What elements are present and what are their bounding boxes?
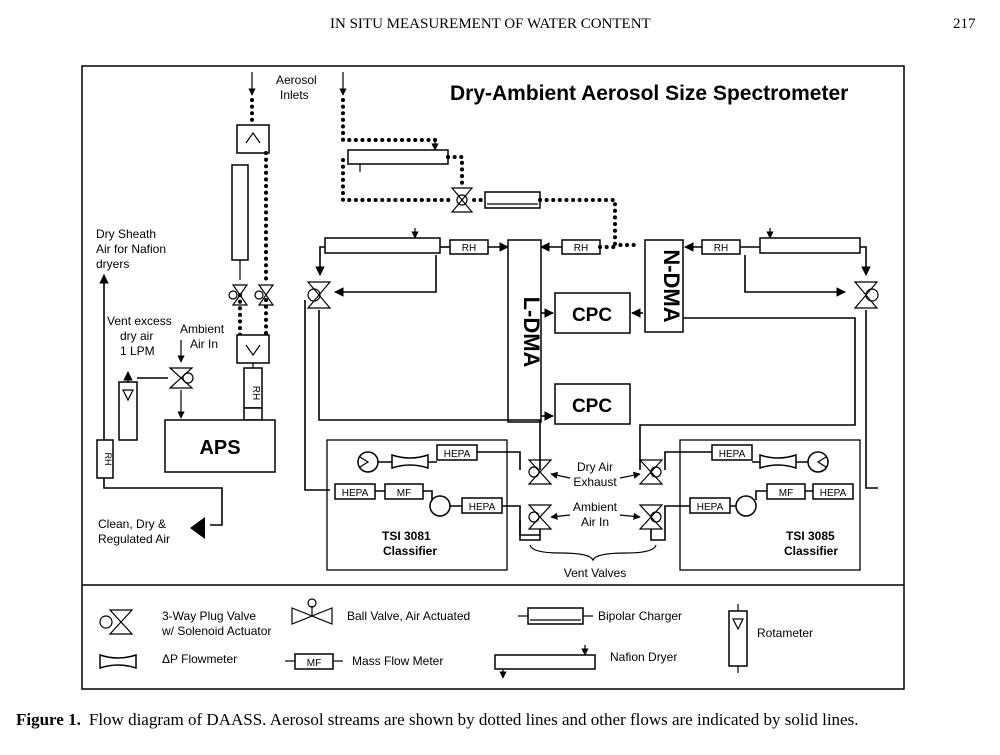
hepa-3081-bottom-label: HEPA bbox=[469, 502, 496, 513]
ambient-air-left-label-1: Ambient bbox=[180, 322, 225, 336]
dry-sheath-label-2: Air for Nafion bbox=[96, 242, 166, 256]
plug-valve-aps bbox=[168, 367, 194, 389]
rotameter-vent bbox=[118, 381, 138, 441]
diagram-title: Dry-Ambient Aerosol Size Spectrometer bbox=[450, 82, 848, 105]
ldma-column bbox=[507, 239, 542, 423]
dry-sheath-label-3: dryers bbox=[96, 257, 129, 271]
legend-plug-valve-label-1: 3-Way Plug Valve bbox=[162, 609, 256, 623]
figure-caption: Figure 1. Flow diagram of DAASS. Aerosol … bbox=[16, 710, 858, 730]
splitter-box-bottom bbox=[236, 334, 270, 364]
cpc-top-label: CPC bbox=[572, 305, 612, 326]
vent-excess-label-3: 1 LPM bbox=[120, 344, 155, 358]
vent-excess-label-1: Vent excess bbox=[107, 314, 172, 328]
dp-flowmeter-3085 bbox=[759, 453, 797, 470]
aerosol-inlets-label-2: Inlets bbox=[280, 88, 309, 102]
clean-air-label-2: Regulated Air bbox=[98, 532, 170, 546]
ldma-label: L-DMA bbox=[519, 297, 544, 368]
rh-label-ndma: RH bbox=[714, 243, 728, 254]
legend-plug-valve-symbol bbox=[99, 609, 134, 635]
tsi-3085-enclosure bbox=[679, 439, 861, 571]
legend-dp-flowmeter-symbol bbox=[99, 653, 137, 670]
vent-valves-label: Vent Valves bbox=[564, 566, 626, 580]
legend-bipolar-charger-label: Bipolar Charger bbox=[598, 609, 682, 623]
plug-valve-right bbox=[853, 281, 879, 309]
nafion-dryer-inlet bbox=[347, 149, 449, 165]
ndma-label: N-DMA bbox=[659, 249, 684, 322]
legend-ball-valve-symbol bbox=[291, 598, 333, 625]
hepa-3085-bottom-label: HEPA bbox=[697, 502, 724, 513]
dry-air-exhaust-label-2: Exhaust bbox=[573, 475, 617, 489]
pump-3085-bottom bbox=[735, 495, 757, 517]
vent-valve-3 bbox=[527, 504, 553, 530]
hepa-3081-top-label: HEPA bbox=[444, 449, 471, 460]
legend-dp-flowmeter-label: ΔP Flowmeter bbox=[162, 652, 237, 666]
mf-3081-label: MF bbox=[397, 488, 411, 499]
ambient-air-center-label-2: Air In bbox=[581, 515, 609, 529]
cpc-bottom-label: CPC bbox=[572, 396, 612, 417]
nafion-dryer-ndma bbox=[759, 237, 861, 254]
vent-valve-1 bbox=[527, 459, 553, 485]
legend-nafion-dryer-label: Nafion Dryer bbox=[610, 650, 677, 664]
dry-sheath-label-1: Dry Sheath bbox=[96, 227, 156, 241]
nafion-dryer-ldma bbox=[324, 237, 441, 254]
legend-plug-valve-label-2: w/ Solenoid Actuator bbox=[161, 624, 271, 638]
nafion-dryer-aps bbox=[231, 164, 249, 261]
legend-rotameter-symbol bbox=[728, 604, 748, 673]
ambient-air-left-label-2: Air In bbox=[190, 337, 218, 351]
mf-3085-label: MF bbox=[779, 488, 793, 499]
ndma-column bbox=[644, 239, 684, 333]
aps-box bbox=[164, 419, 276, 473]
bipolar-charger-top bbox=[484, 191, 541, 209]
caption-text: Flow diagram of DAASS. Aerosol streams a… bbox=[88, 710, 859, 729]
ball-valve-1 bbox=[228, 284, 249, 306]
cpc-top bbox=[554, 292, 631, 334]
hepa-3085-mid-label: HEPA bbox=[820, 488, 847, 499]
tsi-3081-label-2: Classifier bbox=[383, 544, 437, 558]
tsi-3085-label-1: TSI 3085 bbox=[786, 529, 835, 543]
cpc-bottom bbox=[554, 383, 631, 425]
rh-sensor-sheath bbox=[96, 439, 114, 479]
hepa-3085-top-label: HEPA bbox=[719, 449, 746, 460]
rh-label-aps: RH bbox=[250, 386, 261, 400]
vent-valve-4 bbox=[638, 504, 664, 530]
caption-label: Figure 1. bbox=[16, 710, 81, 729]
vent-valves-brace bbox=[529, 544, 657, 562]
clean-air-label-1: Clean, Dry & bbox=[98, 517, 166, 531]
aps-label: APS bbox=[199, 437, 240, 459]
ambient-air-center-label-1: Ambient bbox=[573, 500, 618, 514]
vent-valve-2 bbox=[638, 459, 664, 485]
plug-valve-inlet bbox=[450, 187, 474, 213]
rh-label-center: RH bbox=[574, 243, 588, 254]
tsi-3085-label-2: Classifier bbox=[784, 544, 838, 558]
legend-bipolar-charger-symbol bbox=[518, 607, 593, 625]
running-title: IN SITU MEASUREMENT OF WATER CONTENT bbox=[330, 16, 651, 32]
rh-label-sheath: RH bbox=[103, 453, 113, 466]
legend-rotameter-label: Rotameter bbox=[757, 626, 813, 640]
page-number: 217 bbox=[953, 16, 976, 32]
dp-flowmeter-3081 bbox=[391, 453, 429, 470]
legend-ball-valve-label: Ball Valve, Air Actuated bbox=[347, 609, 470, 623]
legend-mass-flow-meter-symbol: MF bbox=[285, 653, 343, 670]
rh-label-ldma: RH bbox=[462, 243, 476, 254]
splitter-box-top bbox=[236, 124, 270, 154]
legend-nafion-dryer-symbol bbox=[494, 645, 596, 679]
hepa-3081-mid-label: HEPA bbox=[342, 488, 369, 499]
figure-frame bbox=[81, 65, 905, 690]
aerosol-inlets-label-1: Aerosol bbox=[276, 73, 317, 87]
pump-3081-bottom bbox=[429, 495, 451, 517]
ball-valve-2 bbox=[254, 284, 275, 306]
tsi-3081-label-1: TSI 3081 bbox=[382, 529, 431, 543]
tsi-3081-enclosure bbox=[326, 439, 508, 571]
dry-air-exhaust-label-1: Dry Air bbox=[577, 460, 613, 474]
plug-valve-left bbox=[306, 281, 332, 309]
vent-excess-label-2: dry air bbox=[120, 329, 153, 343]
legend-mf-text: MF bbox=[307, 658, 321, 669]
legend-mass-flow-meter-label: Mass Flow Meter bbox=[352, 654, 443, 668]
